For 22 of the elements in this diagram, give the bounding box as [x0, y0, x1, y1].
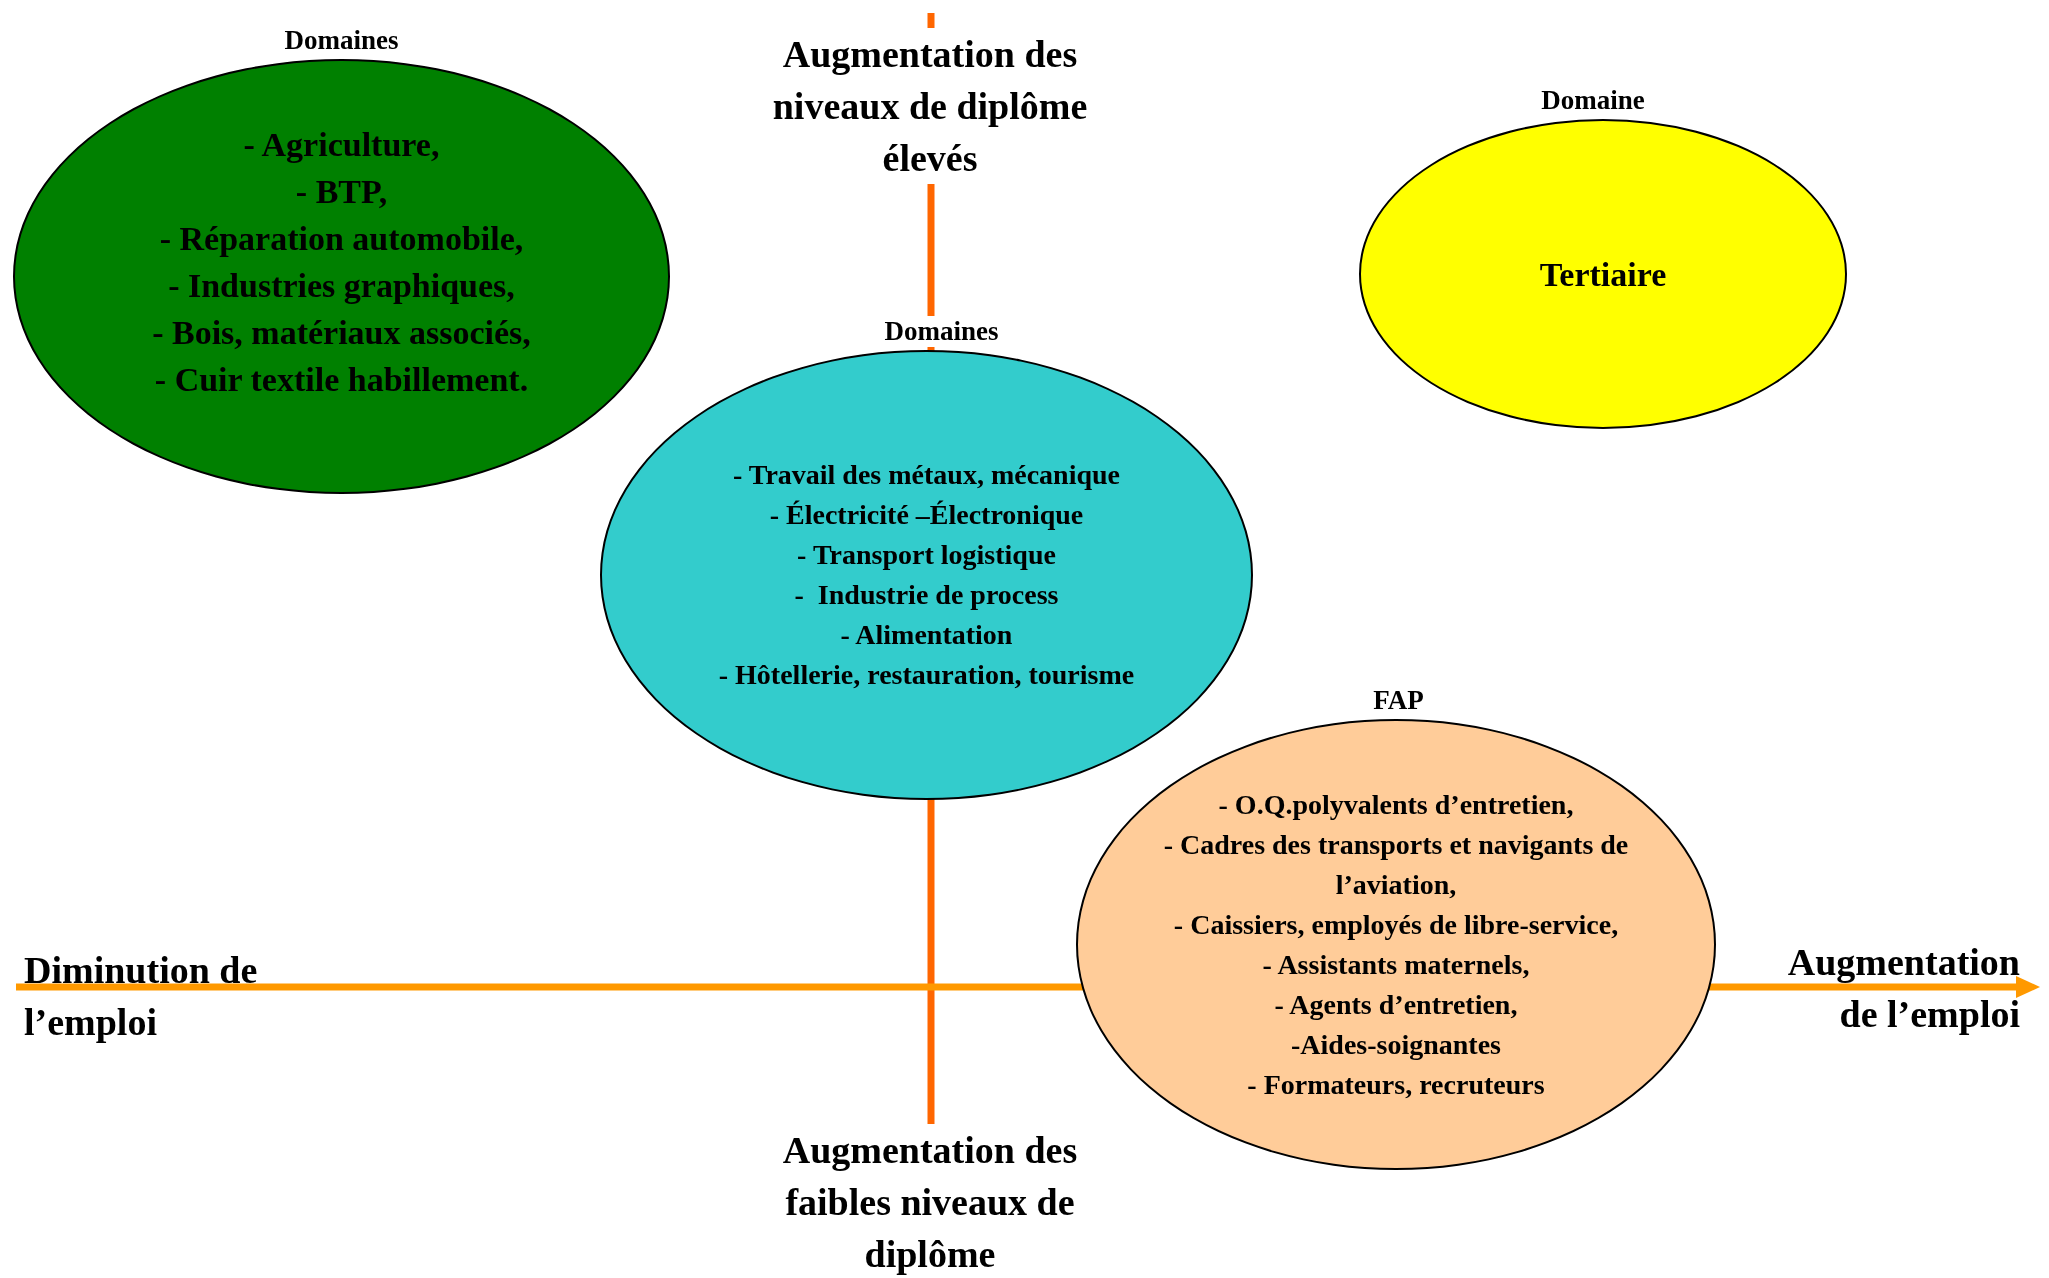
axis-label: Augmentation de l’emploi	[1786, 940, 2020, 1037]
list-item: - Industries graphiques,	[168, 265, 515, 306]
list-item: - Transport logistique	[797, 538, 1056, 572]
list-item: - BTP,	[295, 171, 388, 212]
list-item: - Réparation automobile,	[159, 218, 524, 259]
list-item: - Électricité –Électronique	[769, 498, 1084, 532]
list-item: - Bois, matériaux associés,	[152, 312, 531, 353]
list-item: - Caissiers, employés de libre-service,	[1173, 907, 1619, 942]
list-item: - Cuir textile habillement.	[154, 359, 529, 400]
list-item: - Alimentation	[840, 618, 1013, 652]
list-item: - Hôtellerie, restauration, tourisme	[718, 658, 1135, 692]
axis-label: Diminution de l’emploi	[24, 948, 259, 1045]
list-item: - Cadres des transports et navigants de l’aviation,	[1162, 827, 1630, 902]
list-item: - Industrie de process	[794, 578, 1059, 612]
list-item: Tertiaire	[1539, 254, 1667, 295]
list-item: -Aides-soignantes	[1291, 1027, 1501, 1062]
list-item: - O.Q.polyvalents d’entretien,	[1218, 787, 1574, 822]
list-item: - Agriculture,	[243, 124, 440, 165]
list-item: - Agents d’entretien,	[1274, 987, 1518, 1022]
list-item: - Assistants maternels,	[1262, 947, 1530, 982]
list-item: - Travail des métaux, mécanique	[732, 458, 1121, 492]
list-item: - Formateurs, recruteurs	[1247, 1067, 1545, 1102]
